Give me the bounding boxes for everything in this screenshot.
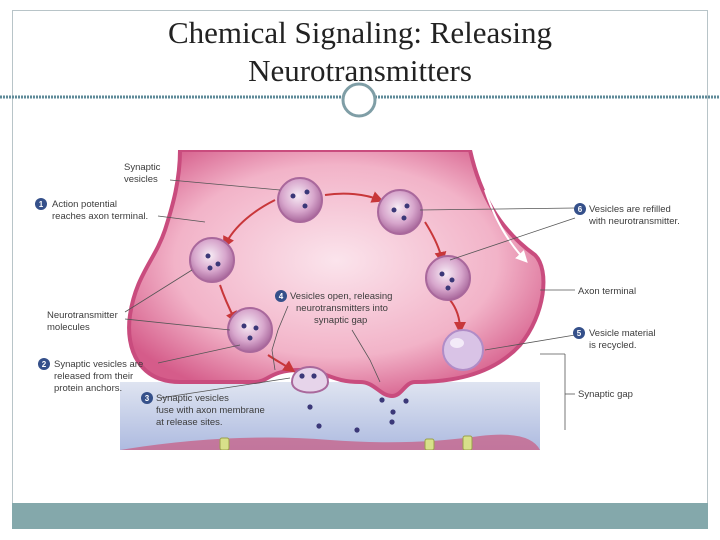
label-step5-line-2: is recycled.: [589, 340, 637, 351]
synaptic-vesicle: [189, 237, 235, 283]
footer-bar: [12, 503, 708, 529]
svg-text:1: 1: [39, 200, 44, 209]
label-step4-line-3: synaptic gap: [314, 315, 367, 326]
cycle-arrow-top: [324, 191, 384, 203]
slide-title-line-1: Chemical Signaling: Releasing: [168, 15, 552, 50]
label-step2-line-1: Synaptic vesicles are: [54, 359, 143, 370]
label-step1-line-1: Action potential: [52, 199, 117, 210]
cycle-arrow-left-upper: [223, 199, 276, 249]
receptor-sites: [219, 435, 473, 450]
divider-ring: [341, 82, 377, 118]
label-synaptic-vesicles-line-1: Synaptic: [124, 162, 161, 173]
step-badge-3: 3: [141, 392, 153, 404]
label-step4-line-2: neurotransmitters into: [296, 303, 388, 314]
synapse-diagram: 1 2 3 4 5 6 Synaptic vesicles Action pot…: [35, 150, 680, 450]
label-step2-line-3: protein anchors.: [54, 383, 122, 394]
svg-text:6: 6: [578, 205, 583, 214]
step-badge-5: 5: [573, 327, 585, 339]
label-step4-line-1: Vesicles open, releasing: [290, 291, 392, 302]
step-badge-6: 6: [574, 203, 586, 215]
label-step3-line-3: at release sites.: [156, 417, 223, 428]
fusing-vesicle: [290, 366, 330, 394]
svg-text:4: 4: [279, 292, 284, 301]
synaptic-vesicle: [277, 177, 323, 223]
synaptic-vesicle: [227, 307, 273, 353]
label-synaptic-vesicles-line-2: vesicles: [124, 174, 158, 185]
label-step6-line-2: with neurotransmitter.: [588, 216, 680, 227]
label-step3-line-1: Synaptic vesicles: [156, 393, 229, 404]
leader-lines: [124, 179, 576, 430]
label-step5-line-1: Vesicle material: [589, 328, 656, 339]
label-step1-line-2: reaches axon terminal.: [52, 211, 148, 222]
label-step6-line-1: Vesicles are refilled: [589, 204, 671, 215]
label-synaptic-gap: Synaptic gap: [578, 389, 633, 400]
slide-title: Chemical Signaling: Releasing Neurotrans…: [0, 14, 720, 90]
label-step3-line-2: fuse with axon membrane: [156, 405, 265, 416]
flow-arrow-left: [139, 179, 171, 262]
neurotransmitter-molecules: [299, 373, 409, 433]
step-badge-4: 4: [275, 290, 287, 302]
svg-text:2: 2: [42, 360, 47, 369]
svg-text:5: 5: [577, 329, 582, 338]
svg-text:3: 3: [145, 394, 150, 403]
flow-arrow-right: [484, 189, 528, 263]
synaptic-vesicle: [377, 189, 423, 235]
label-neurotransmitter-line-2: molecules: [47, 322, 90, 333]
step-badge-1: 1: [35, 198, 47, 210]
slide-title-line-2: Neurotransmitters: [248, 53, 472, 88]
label-step2-line-2: released from their: [54, 371, 133, 382]
synaptic-vesicle: [425, 255, 471, 301]
recycled-vesicle: [442, 329, 484, 371]
cycle-arrow-right-lower: [449, 299, 466, 334]
cycle-arrow-bottom: [267, 354, 296, 373]
label-axon-terminal: Axon terminal: [578, 286, 636, 297]
label-neurotransmitter-line-1: Neurotransmitter: [47, 310, 118, 321]
step-badge-2: 2: [38, 358, 50, 370]
